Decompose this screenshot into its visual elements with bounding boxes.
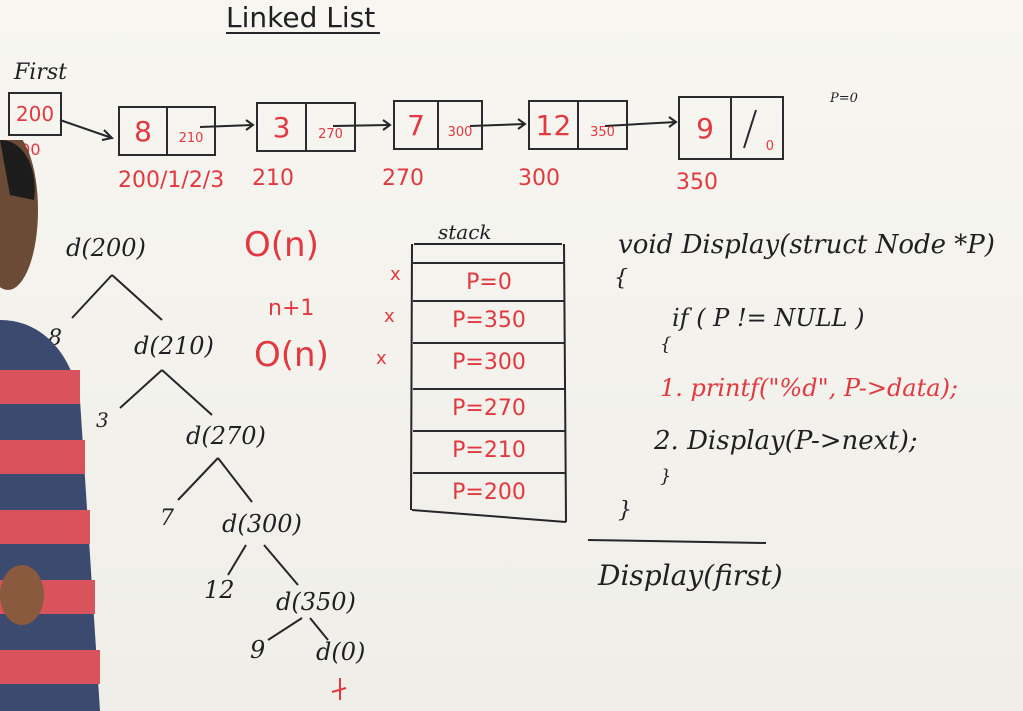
node-data: 12 bbox=[535, 108, 572, 142]
null-slash-icon bbox=[743, 109, 757, 149]
code-line-2: 2. Display(P->next); bbox=[654, 426, 918, 456]
pop-mark: x bbox=[390, 264, 401, 285]
node-next: 350 bbox=[577, 102, 626, 148]
first-label: First bbox=[14, 60, 67, 85]
instructor-figure bbox=[0, 140, 100, 711]
node-next: 210 bbox=[166, 108, 214, 154]
first-pointer-box: 200 bbox=[8, 92, 62, 136]
function-signature: void Display(struct Node *P) bbox=[618, 230, 995, 260]
page-title: Linked List bbox=[226, 1, 376, 34]
tree-call: d(210) bbox=[134, 332, 214, 360]
call-count: n+1 bbox=[268, 296, 315, 321]
tree-call: d(300) bbox=[222, 510, 302, 538]
stack-entry: P=0 bbox=[413, 262, 565, 300]
node-address: 300 bbox=[518, 166, 560, 191]
node-next: 300 bbox=[437, 102, 481, 148]
null-next-cell: 0 bbox=[730, 98, 782, 158]
code-line-1: 1. printf("%d", P->data); bbox=[660, 374, 959, 402]
open-brace: { bbox=[614, 266, 628, 291]
tree-value: 12 bbox=[204, 576, 235, 604]
list-node-1: 8 210 bbox=[118, 106, 216, 156]
stack-label: stack bbox=[438, 220, 492, 244]
node-address: 350 bbox=[676, 170, 718, 195]
node-data: 3 bbox=[272, 110, 291, 144]
first-value: 200 bbox=[15, 102, 55, 126]
stack-entry: P=350 bbox=[413, 300, 565, 338]
list-node-4: 12 350 bbox=[528, 100, 628, 150]
node-next: 0 bbox=[765, 139, 774, 154]
tree-value: 9 bbox=[250, 636, 266, 664]
tree-call: d(0) bbox=[316, 638, 366, 666]
tree-call: d(350) bbox=[276, 588, 356, 616]
node-address: 200/1/2/3 bbox=[118, 168, 225, 193]
stack-entry: P=210 bbox=[413, 430, 565, 468]
node-data: 8 bbox=[134, 114, 152, 148]
node-next: 270 bbox=[305, 104, 354, 150]
tree-value: 7 bbox=[160, 506, 174, 531]
pop-mark: x bbox=[384, 306, 395, 327]
tree-call: d(200) bbox=[66, 234, 146, 262]
node-address: 270 bbox=[382, 166, 424, 191]
stack-entry: P=270 bbox=[413, 388, 565, 426]
stack-entry: P=200 bbox=[413, 472, 565, 510]
node-data: 9 bbox=[696, 111, 714, 145]
inner-open-brace: { bbox=[660, 334, 672, 355]
time-complexity: O(n) bbox=[244, 225, 319, 265]
list-node-2: 3 270 bbox=[256, 102, 356, 152]
space-complexity: O(n) bbox=[254, 335, 329, 375]
node-data: 7 bbox=[407, 108, 425, 142]
close-brace: } bbox=[618, 498, 632, 523]
inner-close-brace: } bbox=[660, 466, 672, 487]
stack-entry: P=300 bbox=[413, 342, 565, 380]
tree-value: 3 bbox=[96, 408, 109, 432]
node-address: 210 bbox=[252, 166, 294, 191]
if-condition: if ( P != NULL ) bbox=[672, 304, 865, 332]
tree-call: d(270) bbox=[186, 422, 266, 450]
list-node-5: 9 0 bbox=[678, 96, 784, 160]
side-note: P=0 bbox=[830, 91, 858, 106]
function-call: Display(first) bbox=[598, 559, 783, 592]
list-node-3: 7 300 bbox=[393, 100, 483, 150]
pop-mark: x bbox=[376, 348, 387, 369]
